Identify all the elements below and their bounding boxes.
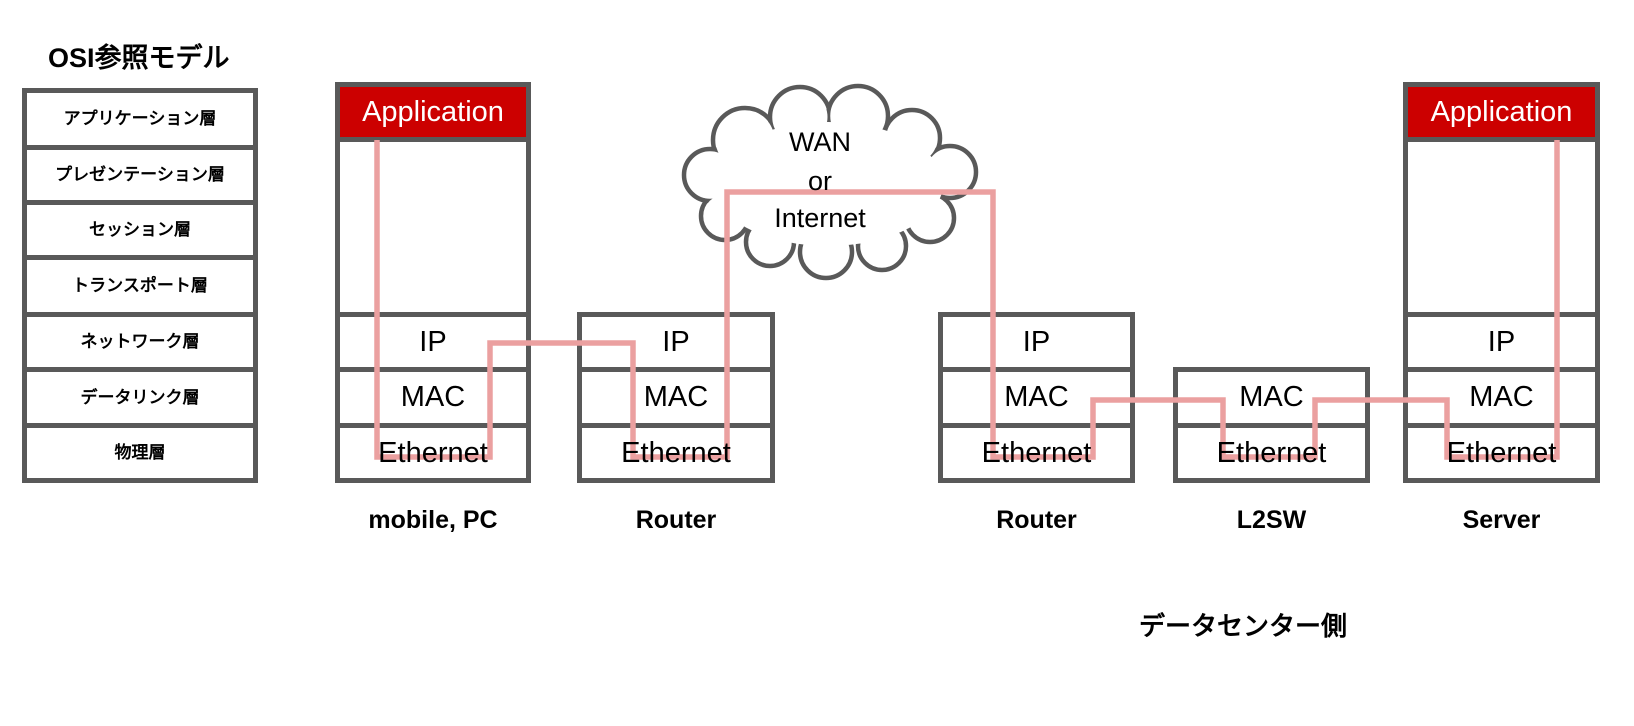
router1-device-label: Router — [635, 506, 717, 534]
cloud-label-wan: WAN — [789, 127, 851, 157]
mac-label: MAC — [1004, 381, 1069, 413]
ethernet-label: Ethernet — [378, 437, 488, 469]
server-mac-box: MAC — [1403, 367, 1600, 428]
osi-layer-application: アプリケーション層 — [22, 88, 258, 150]
cloud-label-or: or — [807, 166, 832, 196]
server-device-label: Server — [1462, 506, 1541, 534]
osi-layer-label: アプリケーション層 — [63, 109, 217, 128]
osi-model-stack: アプリケーション層 プレゼンテーション層 セッション層 トランスポート層 ネット… — [22, 0, 258, 726]
ip-label: IP — [1487, 326, 1516, 358]
router1-ip-box: IP — [577, 312, 775, 372]
ethernet-label: Ethernet — [1216, 437, 1327, 469]
osi-layer-session: セッション層 — [22, 200, 258, 260]
osi-model-title: OSI参照モデル — [48, 43, 230, 73]
datacenter-side-label: データセンター側 — [1138, 611, 1347, 641]
router1-mac-box: MAC — [577, 367, 775, 428]
mobile-pc-device-label: mobile, PC — [368, 506, 498, 534]
application-label: Application — [362, 96, 504, 128]
mobile-application-box: Application — [335, 82, 531, 142]
osi-layer-label: プレゼンテーション層 — [55, 165, 225, 184]
router1-ethernet-box: Ethernet — [577, 423, 775, 483]
application-label: Application — [1430, 96, 1573, 128]
mac-label: MAC — [1239, 381, 1304, 413]
router1-stack: IP MAC Ethernet Router — [577, 0, 775, 726]
mac-label: MAC — [1469, 381, 1534, 413]
mobile-mac-box: MAC — [335, 367, 531, 428]
osi-layer-label: セッション層 — [89, 220, 191, 239]
osi-layer-network: ネットワーク層 — [22, 312, 258, 372]
osi-layer-physical: 物理層 — [22, 423, 258, 483]
osi-layer-datalink: データリンク層 — [22, 367, 258, 428]
router2-mac-box: MAC — [938, 367, 1135, 428]
router2-ip-box: IP — [938, 312, 1135, 372]
osi-layer-label: データリンク層 — [80, 388, 200, 407]
osi-layer-transport: トランスポート層 — [22, 255, 258, 317]
ethernet-label: Ethernet — [1446, 437, 1557, 469]
server-stack: Application IP MAC Ethernet Server — [1403, 0, 1600, 726]
ip-label: IP — [1022, 326, 1051, 358]
mobile-ethernet-box: Ethernet — [335, 423, 531, 483]
mobile-upper-layers-box — [335, 137, 531, 317]
osi-layer-label: ネットワーク層 — [80, 332, 200, 351]
l2sw-ethernet-box: Ethernet — [1173, 423, 1370, 483]
cloud-label-internet: Internet — [774, 203, 866, 233]
mobile-pc-stack: Application IP MAC Ethernet mobile, PC — [335, 0, 531, 726]
osi-layer-label: トランスポート層 — [72, 276, 208, 295]
server-application-box: Application — [1403, 82, 1600, 142]
l2sw-mac-box: MAC — [1173, 367, 1370, 428]
mac-label: MAC — [400, 381, 466, 413]
ethernet-label: Ethernet — [981, 437, 1092, 469]
l2sw-device-label: L2SW — [1236, 506, 1307, 534]
mobile-ip-box: IP — [335, 312, 531, 372]
mac-label: MAC — [643, 381, 709, 413]
router2-device-label: Router — [996, 506, 1077, 534]
ethernet-label: Ethernet — [621, 437, 731, 469]
router2-ethernet-box: Ethernet — [938, 423, 1135, 483]
ip-label: IP — [419, 326, 447, 358]
osi-layer-label: 物理層 — [114, 443, 166, 462]
ip-label: IP — [662, 326, 690, 358]
osi-layer-presentation: プレゼンテーション層 — [22, 145, 258, 205]
server-ethernet-box: Ethernet — [1403, 423, 1600, 483]
server-ip-box: IP — [1403, 312, 1600, 372]
server-upper-layers-box — [1403, 137, 1600, 317]
